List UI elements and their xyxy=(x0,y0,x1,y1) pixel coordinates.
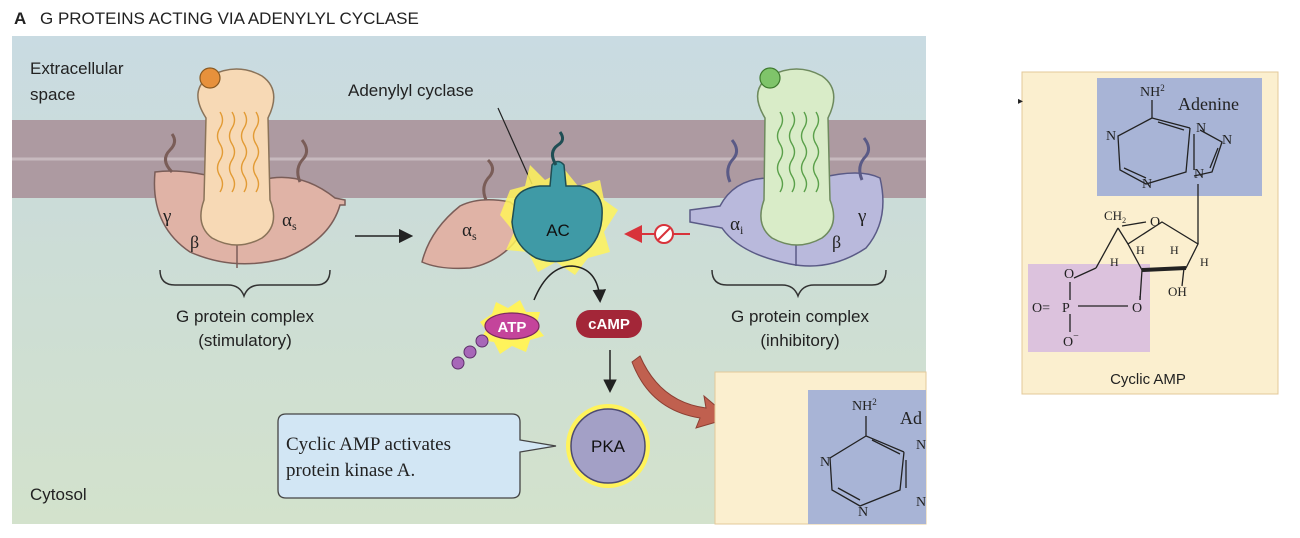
inset-h-4: H xyxy=(1200,255,1209,269)
callout-box: Cyclic AMP activates protein kinase A. xyxy=(277,413,557,499)
inset-h-1: H xyxy=(1110,255,1119,269)
adenine-box xyxy=(1097,78,1262,196)
zoom-n-3: N xyxy=(858,505,868,520)
phosphate-box xyxy=(1028,264,1150,352)
phosphate-bonds xyxy=(1069,267,1141,332)
adenylyl-cyclase-leader xyxy=(497,107,533,185)
stim-ligand xyxy=(199,67,221,89)
inset-phosphate-o-right: O xyxy=(1132,301,1142,316)
ac-label: AC xyxy=(546,221,570,240)
inset-n-2: N xyxy=(1106,129,1116,144)
inhib-alpha-label: αi xyxy=(730,214,744,237)
extracellular-label-line1: Extracellular xyxy=(30,59,124,78)
released-alpha-label: αs xyxy=(462,220,477,243)
inhibit-slash xyxy=(657,227,671,241)
inhib-alpha-tail xyxy=(726,139,739,183)
inset-p: P xyxy=(1062,301,1070,316)
inset-oh: OH xyxy=(1168,284,1187,299)
inhib-beta-label: β xyxy=(832,232,841,252)
released-alpha-tail xyxy=(482,158,495,201)
inhib-gamma-label: γ xyxy=(857,206,866,227)
stim-receptor-helices xyxy=(216,111,260,193)
extracellular-label-line2: space xyxy=(30,85,75,104)
adenylyl-cyclase-enzyme xyxy=(511,160,603,263)
inset-ring-o: O xyxy=(1150,215,1160,230)
inset-caption: Cyclic AMP xyxy=(1110,371,1186,388)
phosphate-2 xyxy=(463,345,477,359)
stim-brace xyxy=(159,269,331,299)
inhib-receptor xyxy=(756,68,835,246)
camp-badge xyxy=(576,310,642,338)
zoom-ad-label: Ad xyxy=(900,408,922,428)
inset-n-1: N xyxy=(1196,121,1206,136)
pka-label: PKA xyxy=(591,437,626,456)
inhib-complex-label-line1: G protein complex xyxy=(731,307,869,326)
inhib-ligand xyxy=(759,67,781,89)
zoom-arrow xyxy=(631,355,732,429)
inset-h-2: H xyxy=(1136,243,1145,257)
zoom-preview: NH2 Ad N N N N xyxy=(714,371,927,525)
pka-enzyme: PKA xyxy=(566,404,650,488)
inset-phosphate-o-top: O xyxy=(1064,267,1074,282)
ac-stalk-top xyxy=(551,131,565,166)
figure-title: G PROTEINS ACTING VIA ADENYLYL CYCLASE xyxy=(40,9,419,28)
inhib-complex-label-line2: (inhibitory) xyxy=(760,331,839,350)
inset-o-minus: O− xyxy=(1063,331,1079,350)
atp-badge xyxy=(484,312,540,340)
inset-ch2: CH2 xyxy=(1104,208,1126,225)
zoom-ring-bonds xyxy=(829,416,907,507)
phosphate-1 xyxy=(475,334,489,348)
inset-n-3: N xyxy=(1142,177,1152,192)
inhib-brace xyxy=(711,269,887,299)
phosphate-3 xyxy=(451,356,465,370)
camp-label: cAMP xyxy=(588,316,630,333)
stim-receptor xyxy=(197,68,275,246)
stim-gamma-tail xyxy=(164,133,177,174)
zoom-nh2: NH2 xyxy=(852,397,877,414)
inset-nh2: NH2 xyxy=(1140,83,1165,100)
atp-molecule: ATP xyxy=(451,300,544,370)
stim-complex-label-line1: G protein complex xyxy=(176,307,314,326)
adenylyl-cyclase-label: Adenylyl cyclase xyxy=(348,81,474,100)
ribose-front-bond xyxy=(1141,266,1187,272)
stim-beta-label: β xyxy=(190,232,199,252)
cytosol-label: Cytosol xyxy=(30,485,87,504)
camp-molecule: cAMP xyxy=(576,310,642,338)
callout-bubble xyxy=(277,413,557,499)
panel-letter: A xyxy=(14,9,26,28)
inset-n-5: N xyxy=(1222,133,1232,148)
zoom-adenine-box xyxy=(808,390,926,524)
zoom-n-4: N xyxy=(916,495,926,510)
adenine-bonds xyxy=(1117,100,1223,206)
inhib-receptor-helices xyxy=(776,111,820,193)
inhibitory-g-protein-complex: αi β γ G protein complex (inhibitory) xyxy=(689,67,887,350)
zoom-n-2: N xyxy=(820,455,830,470)
zoom-n-1: N xyxy=(916,438,926,453)
stimulatory-g-protein-complex: γ β αs G protein complex (stimulatory) xyxy=(153,67,346,350)
adenine-label: Adenine xyxy=(1178,94,1239,114)
atp-label: ATP xyxy=(498,319,527,336)
stim-alpha-tail xyxy=(296,139,309,183)
callout-text-line2: protein kinase A. xyxy=(286,460,415,481)
cyclic-amp-inset: ▸ Adenine NH2 N N N N N CH2 O H H H H OH… xyxy=(1018,71,1279,395)
inset-o-eq: O= xyxy=(1032,301,1050,316)
inset-h-3: H xyxy=(1170,243,1179,257)
ribose-links xyxy=(1095,206,1199,301)
pka-body xyxy=(570,408,646,484)
conversion-arrow xyxy=(533,265,607,303)
stim-complex-label-line2: (stimulatory) xyxy=(198,331,292,350)
callout-text-line1: Cyclic AMP activates xyxy=(286,434,451,455)
stim-gamma-label: γ xyxy=(162,206,171,227)
inhib-gamma-tail xyxy=(858,137,871,181)
inset-marker: ▸ xyxy=(1018,96,1023,107)
stim-alpha-label: αs xyxy=(282,210,297,233)
